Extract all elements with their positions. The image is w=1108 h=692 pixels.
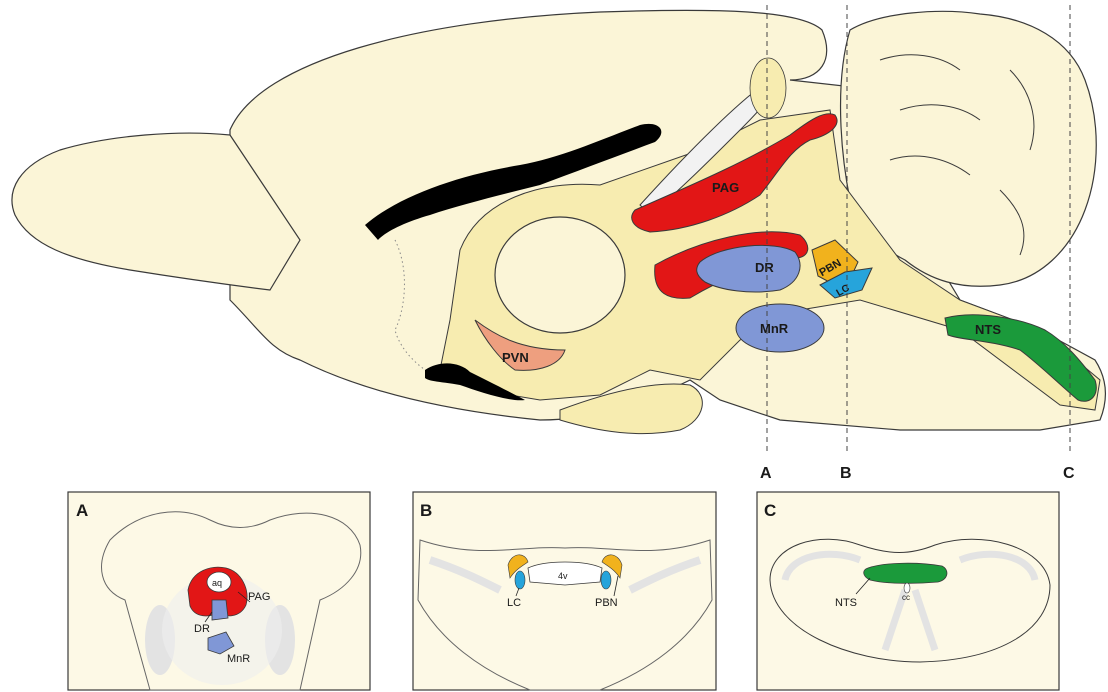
panel-c-nts <box>864 563 947 583</box>
pvn-label: PVN <box>502 350 529 365</box>
panel-b-lc-left <box>515 571 525 589</box>
mnr-label: MnR <box>760 321 789 336</box>
panel-a: A aq PAG DR MnR <box>68 492 370 690</box>
cut-label-a: A <box>760 465 772 482</box>
panel-a-dr-label: DR <box>194 623 210 635</box>
dr-label: DR <box>755 260 774 275</box>
superior-colliculus <box>750 58 786 118</box>
panel-b-pbn-label: PBN <box>595 597 618 609</box>
panel-b-tag: B <box>420 501 432 520</box>
pag-label: PAG <box>712 180 739 195</box>
cut-label-b: B <box>840 465 852 482</box>
panel-a-tag: A <box>76 501 88 520</box>
panel-a-dr <box>212 600 228 620</box>
panel-c-central-canal <box>904 583 910 593</box>
panel-b-4v-label: 4v <box>558 571 568 581</box>
panel-c-tag: C <box>764 501 776 520</box>
panel-b-lc-label: LC <box>507 597 521 609</box>
panel-c: C cc NTS <box>757 492 1059 690</box>
panel-c-nts-label: NTS <box>835 597 857 609</box>
sagittal-brain: PAG DR MnR PBN LC NTS PVN A B C <box>12 5 1105 482</box>
panel-c-cc-label: cc <box>902 593 910 602</box>
thalamus <box>495 217 625 333</box>
panel-a-pag-label: PAG <box>248 591 270 603</box>
nts-label: NTS <box>975 322 1001 337</box>
panel-b-lc-right <box>601 571 611 589</box>
panel-a-aq-label: aq <box>212 578 222 588</box>
panel-b: B 4v LC PBN <box>413 492 716 690</box>
cut-label-c: C <box>1063 465 1075 482</box>
panel-a-mnr-label: MnR <box>227 653 250 665</box>
